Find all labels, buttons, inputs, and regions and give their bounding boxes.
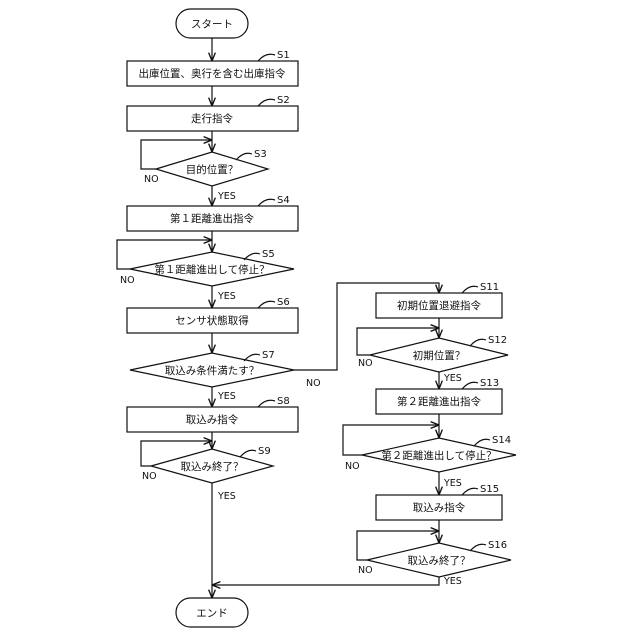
s4-text: 第１距離進出指令 [170, 212, 254, 225]
s12-id: S12 [488, 335, 507, 346]
s11-text: 初期位置退避指令 [397, 299, 481, 312]
s16-yes-label: YES [443, 576, 462, 587]
start-label: スタート [191, 19, 233, 31]
s1-text: 出庫位置、奥行を含む出庫指令 [139, 67, 286, 80]
s3-id: S3 [254, 149, 267, 160]
s14-text: 第２距離進出して停止？ [381, 449, 496, 462]
s15-id: S15 [480, 484, 499, 495]
s14-id: S14 [492, 435, 511, 446]
s2-text: 走行指令 [191, 112, 233, 125]
s2-id: S2 [277, 95, 290, 106]
s1-id: S1 [277, 50, 290, 61]
s8-id: S8 [277, 396, 290, 407]
s9-id: S9 [258, 446, 271, 457]
s6-id: S6 [277, 297, 290, 308]
s7-no-label: NO [306, 378, 321, 389]
s5-yes-label: YES [217, 291, 236, 302]
s13-id: S13 [480, 378, 499, 389]
s8-text: 取込み指令 [186, 413, 239, 426]
s13-text: 第２距離進出指令 [397, 395, 481, 408]
s9-text: 取込み終了？ [181, 460, 244, 473]
s7-id: S7 [262, 350, 275, 361]
s5-text: 第１距離進出して停止？ [154, 263, 269, 276]
s11-id: S11 [480, 282, 499, 293]
s12-no-label: NO [358, 358, 373, 369]
end-label: エンド [196, 608, 228, 620]
s12-text: 初期位置？ [413, 349, 466, 362]
s5-id: S5 [262, 249, 275, 260]
s9-no-label: NO [142, 471, 157, 482]
s16-id: S16 [488, 540, 507, 551]
s9-yes-label: YES [217, 491, 236, 502]
s6-text: センサ状態取得 [175, 314, 249, 327]
s16-no-label: NO [358, 565, 373, 576]
s3-no-label: NO [144, 174, 159, 185]
s3-text: 目的位置？ [186, 163, 239, 176]
s16-text: 取込み終了？ [408, 554, 471, 567]
s5-no-label: NO [120, 275, 135, 286]
s3-yes-label: YES [217, 191, 236, 202]
s7-yes-label: YES [217, 391, 236, 402]
s4-id: S4 [277, 195, 290, 206]
s14-yes-label: YES [443, 478, 462, 489]
s12-yes-label: YES [443, 373, 462, 384]
s14-no-label: NO [345, 461, 360, 472]
s7-text: 取込み条件満たす？ [165, 364, 260, 377]
s15-text: 取込み指令 [413, 501, 466, 514]
